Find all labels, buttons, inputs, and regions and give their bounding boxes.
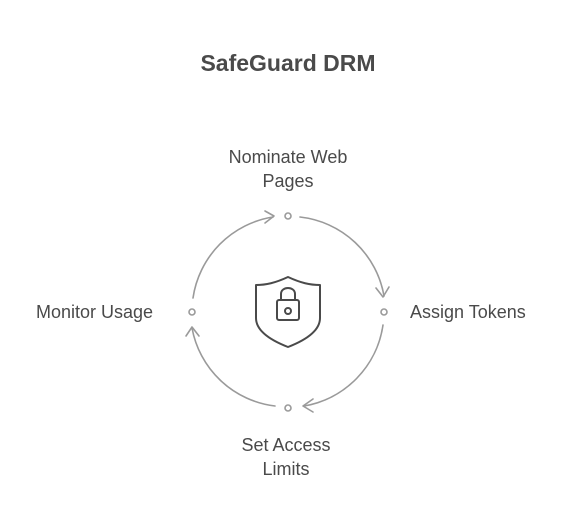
step-label-assign: Assign Tokens	[410, 302, 526, 322]
step-label-nominate: Nominate Web Pages	[228, 147, 348, 191]
arc-limits-to-monitor	[191, 327, 276, 407]
arrowhead-limits	[302, 398, 314, 413]
arc-assign-to-limits	[303, 324, 384, 407]
arrowhead-monitor	[185, 326, 200, 337]
arrowhead-assign	[375, 286, 390, 298]
diagram-title: SafeGuard DRM	[200, 50, 376, 76]
node-assign	[380, 308, 388, 316]
arrowhead-nominate	[264, 210, 275, 224]
node-nominate	[284, 212, 292, 220]
arc-nominate-to-assign	[299, 216, 385, 297]
step-label-limits: Set Access Limits	[241, 435, 331, 479]
step-label-monitor: Monitor Usage	[36, 302, 154, 322]
node-monitor	[188, 308, 196, 316]
shield-lock-icon	[255, 276, 321, 348]
arc-monitor-to-nominate	[192, 216, 274, 299]
node-limits	[284, 404, 292, 412]
